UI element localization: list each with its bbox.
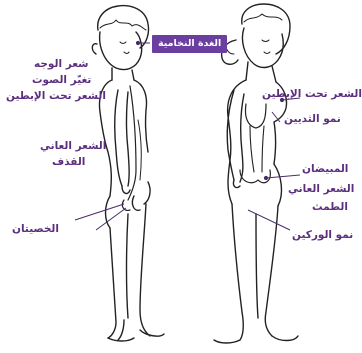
- pointer-lines: [75, 41, 300, 230]
- male-figure: [92, 6, 164, 341]
- female-underarm-hair-label: الشعر تحت الإبطين: [262, 88, 362, 101]
- male-pubic-hair-label: الشعر العاني: [40, 140, 106, 153]
- female-menstruation-label: الطمث: [312, 201, 348, 214]
- female-figure: [214, 4, 298, 343]
- female-breast-growth-label: نمو الثديين: [284, 113, 341, 126]
- female-hip-growth-label: نمو الوركين: [292, 229, 353, 242]
- pituitary-gland-label: الغدة النخامية: [152, 35, 227, 53]
- male-voice-change-label: تغيّر الصوت: [32, 74, 91, 87]
- male-underarm-hair-label: الشعر تحت الإبطين: [6, 90, 106, 103]
- male-testes-label: الخصيتان: [12, 223, 59, 236]
- female-pubic-hair-label: الشعر العاني: [288, 183, 354, 196]
- male-ejaculation-label: القذف: [52, 156, 85, 169]
- male-face-hair-label: شعر الوجه: [34, 58, 89, 71]
- female-ovaries-label: المبيضان: [302, 163, 348, 176]
